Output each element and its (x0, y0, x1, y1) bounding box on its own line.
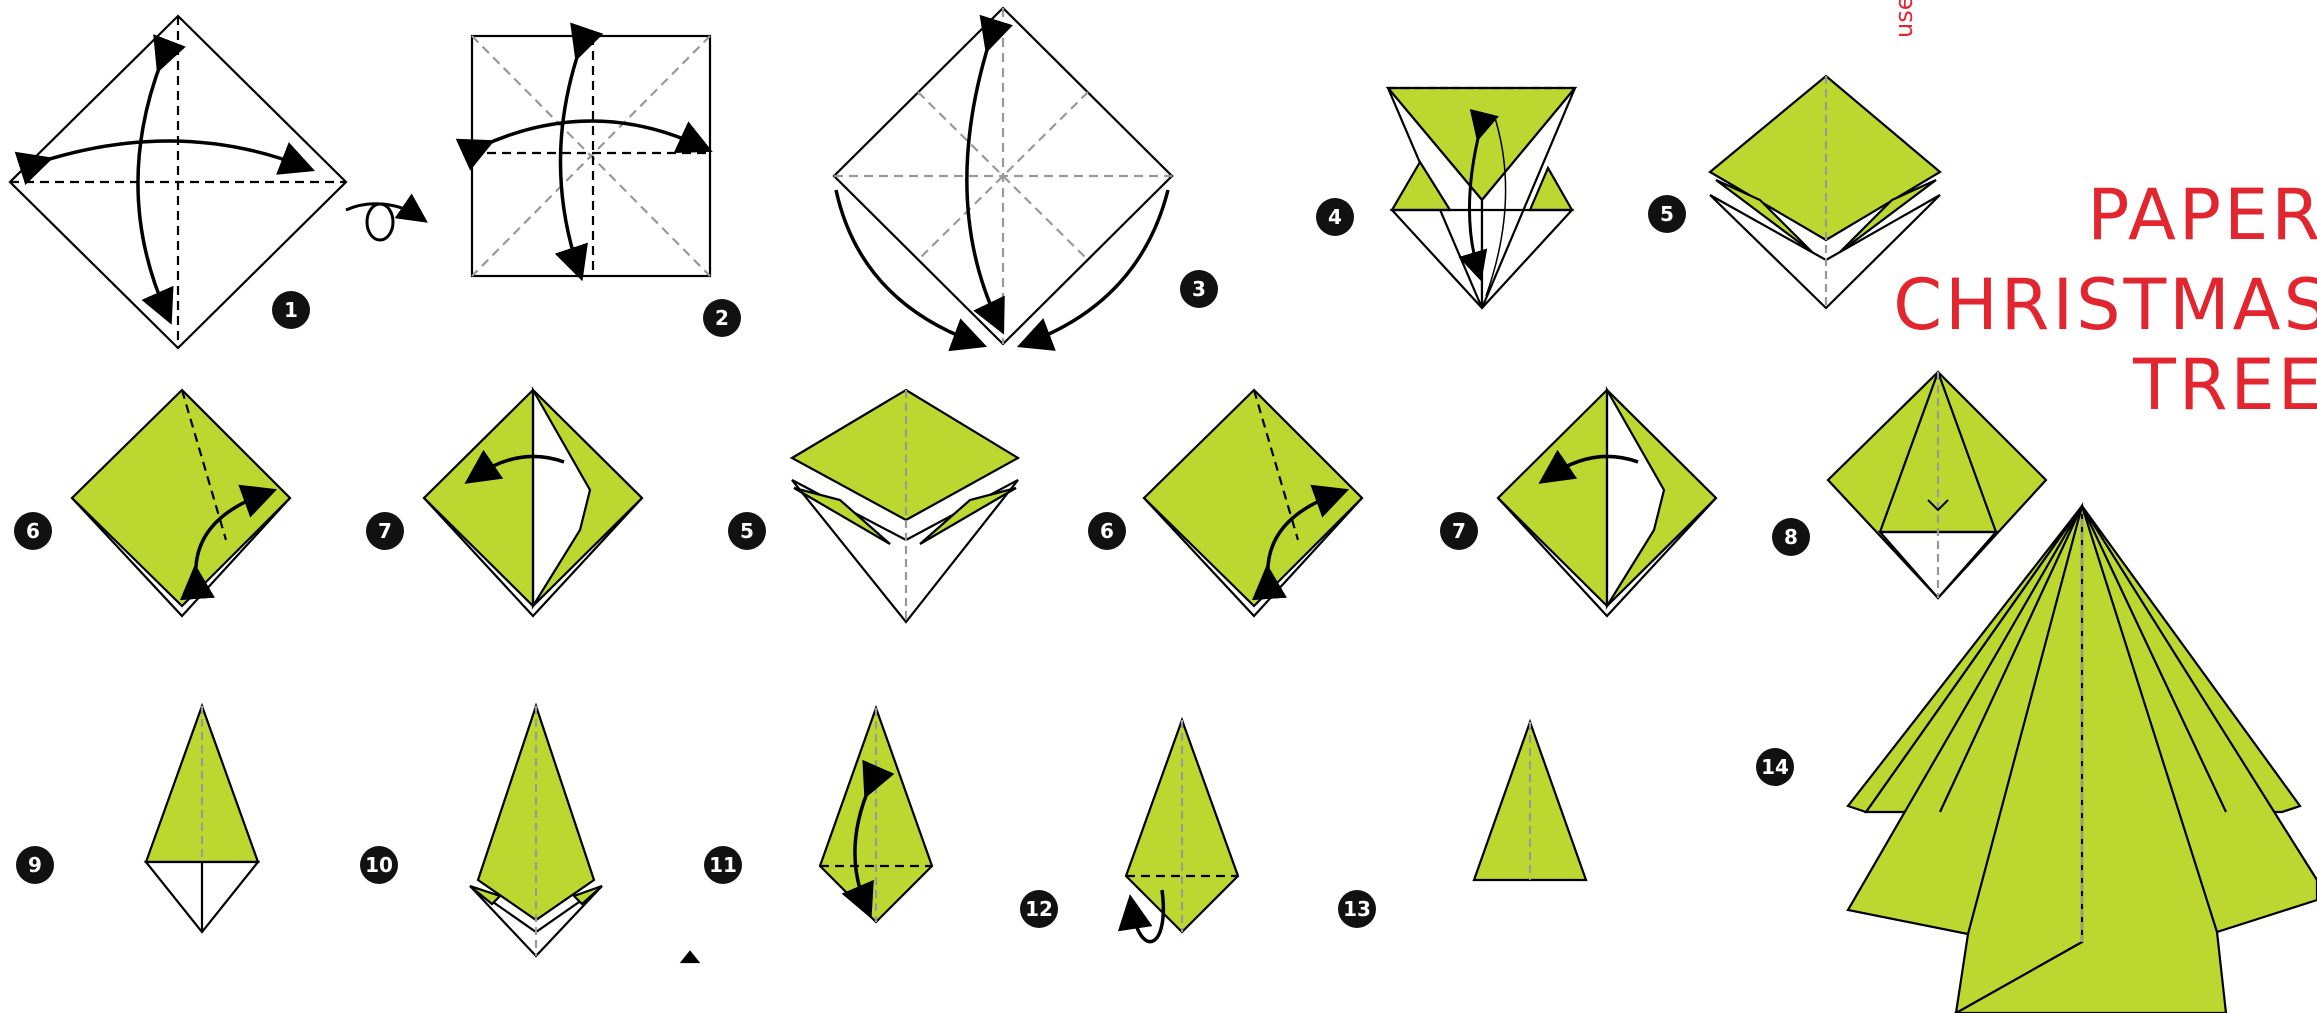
step-badge: 1 (272, 291, 310, 329)
step-13-diagram (1474, 722, 1586, 880)
step-badge: 12 (1020, 890, 1058, 928)
step-14-finished-tree (1848, 506, 2317, 1013)
step-badge: 3 (1180, 270, 1218, 308)
step-8-diagram (1828, 372, 2046, 598)
step-badge: 7 (366, 512, 404, 550)
step-badge: 7 (1440, 512, 1478, 550)
step-4-diagram (1388, 88, 1575, 308)
step-7-left-diagram (424, 390, 642, 616)
step-badge: 11 (704, 846, 742, 884)
step-badge: 10 (360, 846, 398, 884)
step-badge: 6 (1088, 512, 1126, 550)
step-2-diagram (472, 36, 710, 276)
step-5-middle-diagram (792, 390, 1018, 622)
step-9-diagram (146, 706, 258, 932)
step-7-right-diagram (1498, 390, 1716, 616)
step-badge: 13 (1338, 890, 1376, 928)
step-badge: 5 (1648, 195, 1686, 233)
step-11-diagram (820, 708, 932, 922)
step-6-middle-diagram (1144, 390, 1362, 616)
step-badge: 8 (1772, 518, 1810, 556)
step-badge: 6 (14, 512, 52, 550)
step-12-diagram (1126, 720, 1238, 942)
step-badge: 5 (728, 512, 766, 550)
step-10-diagram (470, 706, 698, 962)
step-1-diagram (10, 16, 418, 348)
step-3-diagram (834, 8, 1172, 344)
title-line-1: PAPER (2087, 180, 2317, 250)
step-badge: 9 (16, 846, 54, 884)
step-badge: 2 (703, 299, 741, 337)
corner-text: use (1890, 0, 1918, 38)
step-badge: 4 (1316, 198, 1354, 236)
title-line-3: TREE (2133, 350, 2317, 420)
title-line-2: CHRISTMAS (1893, 270, 2317, 340)
step-badge: 14 (1756, 748, 1794, 786)
step-6-left-diagram (72, 390, 290, 616)
